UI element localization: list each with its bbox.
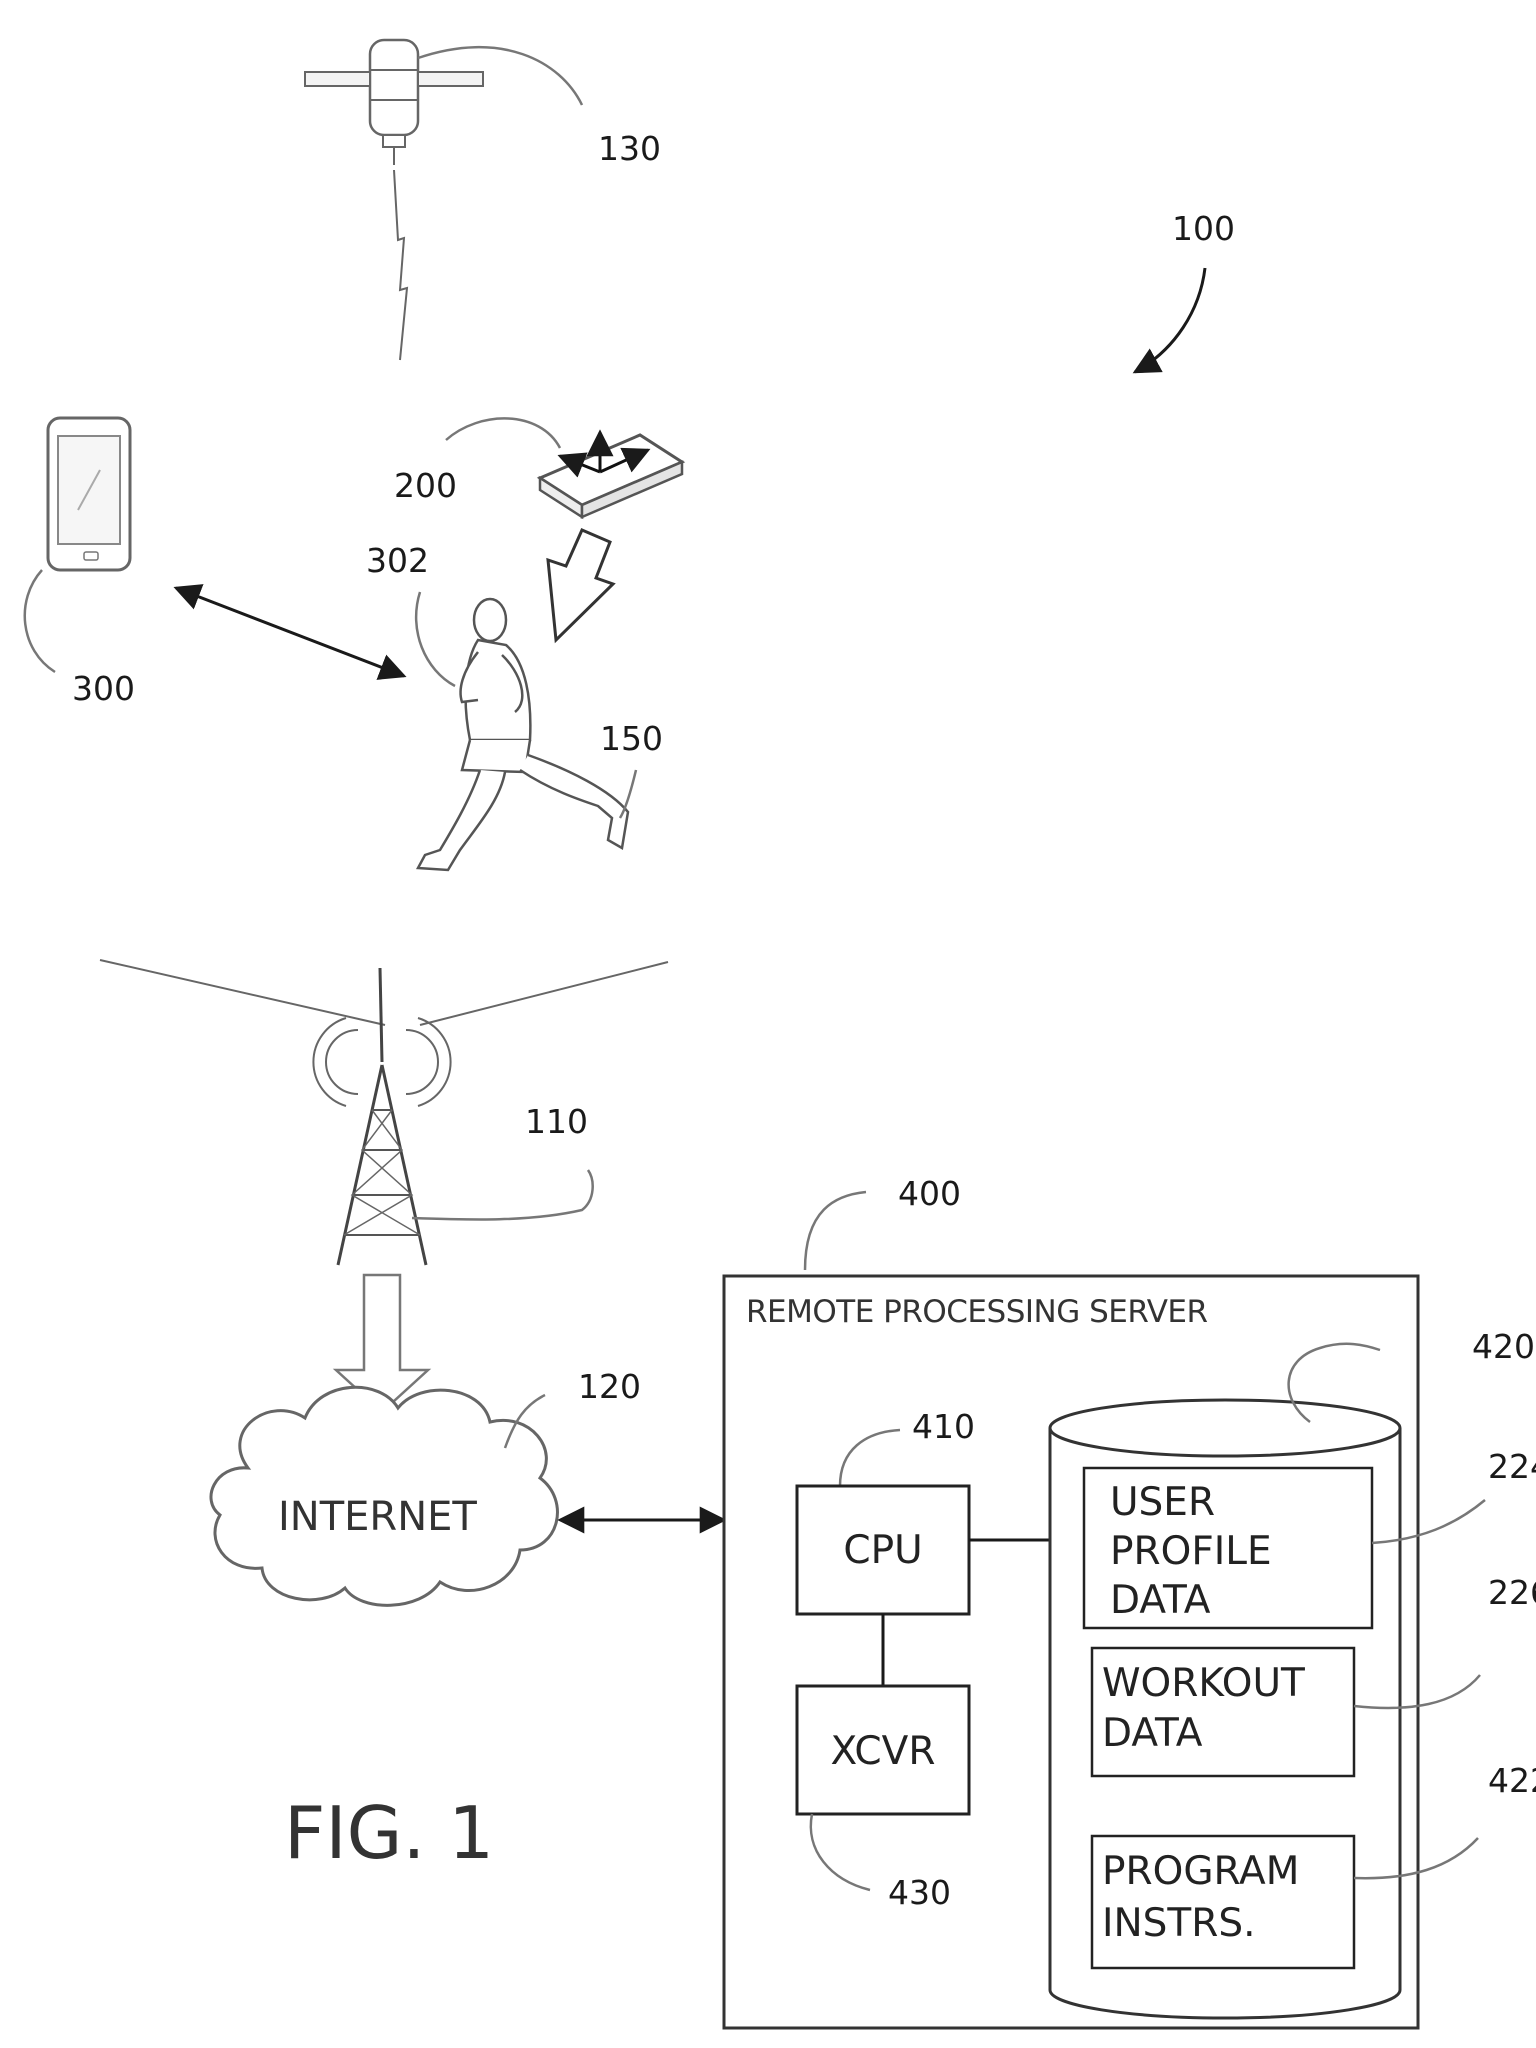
workout-label-line-2: DATA	[1102, 1711, 1203, 1756]
server-title: REMOTE PROCESSING SERVER	[746, 1294, 1208, 1330]
xcvr-label: XCVR	[831, 1729, 936, 1774]
sensor-attach-arrow	[546, 528, 616, 644]
label-410: 410	[912, 1407, 975, 1446]
tower-leader-line	[411, 1169, 594, 1221]
figure-caption: FIG. 1	[284, 1791, 494, 1875]
label-420: 420	[1472, 1327, 1535, 1366]
workout-data-box	[1090, 1646, 1356, 1778]
cell-tower-icon	[99, 959, 669, 1266]
sensor-leader-line	[445, 417, 562, 449]
internet-label: INTERNET	[278, 1494, 477, 1540]
satellite-icon	[304, 38, 484, 165]
label-430: 430	[888, 1873, 951, 1912]
wrist-leader-line	[414, 591, 456, 688]
runner-icon	[415, 597, 630, 872]
sensor-chip-icon	[536, 429, 686, 520]
label-422: 422	[1488, 1761, 1536, 1800]
runner-leader-line	[618, 769, 638, 819]
label-110: 110	[525, 1102, 588, 1141]
smartphone-icon	[46, 416, 132, 572]
satellite-signal	[393, 169, 409, 361]
workout-leader-line	[1353, 1674, 1481, 1710]
label-400: 400	[898, 1174, 961, 1213]
label-150: 150	[600, 719, 663, 758]
internet-leader-line	[503, 1393, 546, 1449]
label-120: 120	[578, 1367, 641, 1406]
server-leader-line	[803, 1190, 867, 1271]
internet-cloud	[209, 1385, 559, 1607]
tower-internet-arrow	[332, 1273, 432, 1414]
cpu-leader-line	[838, 1428, 901, 1487]
label-200: 200	[394, 466, 457, 505]
phone-leader-line	[23, 569, 56, 674]
label-300: 300	[72, 669, 135, 708]
program-instructions-box	[1090, 1834, 1356, 1970]
user-profile-data-box	[1082, 1466, 1374, 1630]
cpu-label: CPU	[843, 1528, 922, 1573]
cpu-box	[795, 1484, 971, 1616]
xcvr-leader-line	[809, 1813, 871, 1892]
program-label-line-1: PROGRAM	[1102, 1849, 1299, 1894]
label-226: 226	[1488, 1573, 1536, 1612]
program-leader-line	[1353, 1837, 1479, 1880]
user-profile-leader-line	[1371, 1499, 1486, 1545]
xcvr-box	[795, 1684, 971, 1816]
system-arrow	[1132, 267, 1207, 374]
satellite-leader-line	[417, 45, 584, 106]
label-302: 302	[366, 541, 429, 580]
workout-label-line-1: WORKOUT	[1102, 1661, 1305, 1706]
user-profile-label-line-1: USER	[1110, 1480, 1215, 1525]
label-224: 224	[1488, 1447, 1536, 1486]
database-cylinder-top	[1048, 1398, 1402, 1458]
user-profile-label-line-3: DATA	[1110, 1578, 1211, 1623]
database-leader-line	[1287, 1342, 1381, 1424]
label-100: 100	[1172, 209, 1235, 248]
program-label-line-2: INSTRS.	[1102, 1901, 1256, 1946]
phone-runner-link	[173, 584, 407, 680]
label-130: 130	[598, 129, 661, 168]
user-profile-label-line-2: PROFILE	[1110, 1529, 1272, 1574]
